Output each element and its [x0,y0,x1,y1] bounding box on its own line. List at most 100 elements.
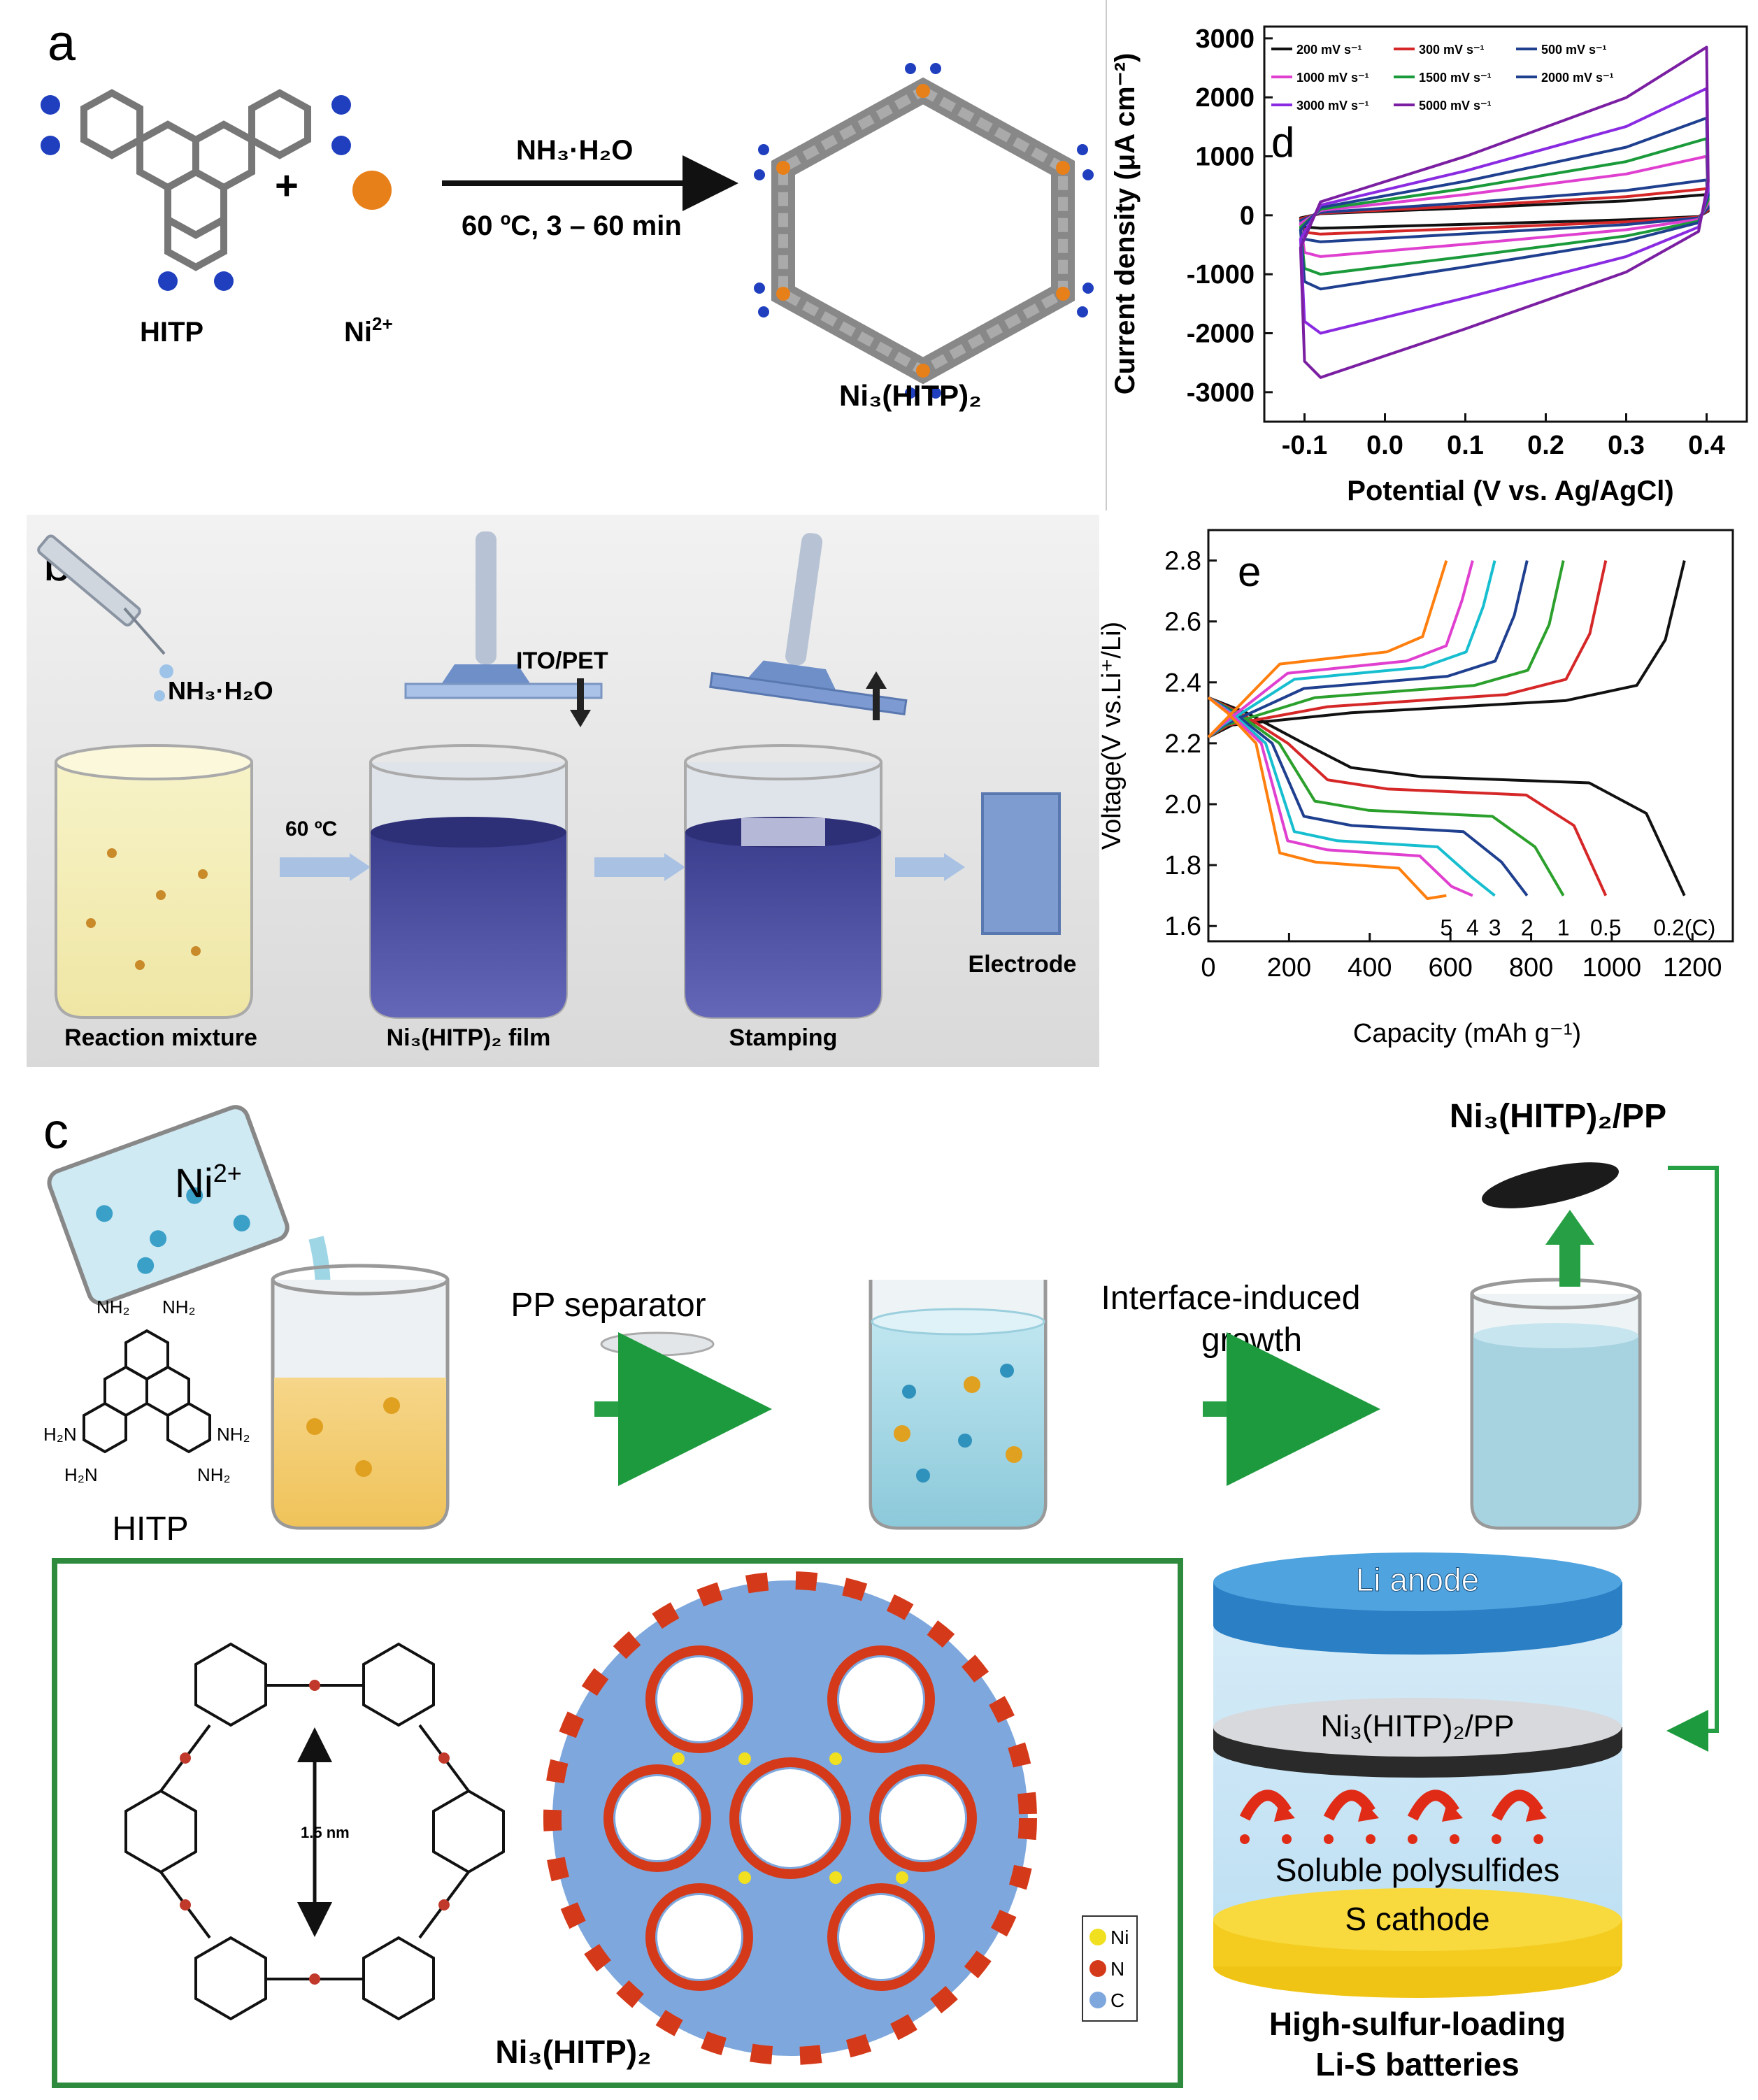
gcd-ytick-label: 2.6 [1164,608,1201,637]
panel-c: c Ni2+ NH₂ NH₂ H₂N NH₂ H₂N NH₂ HITP [43,1098,1719,2088]
ito-pet-label: ITO/PET [516,648,608,674]
gcd-rate-label: 1 [1557,915,1570,940]
cv-xlabel: Potential (V vs. Ag/AgCl) [1347,476,1673,506]
film-label: Ni₃(HITP)₂ film [387,1024,551,1051]
ni-ion-label-c: Ni2+ [175,1159,242,1206]
cv-legend-label: 300 mV s⁻¹ [1419,43,1485,57]
gcd-rate-label: 0.2(C) [1653,915,1715,940]
panel-a: a HITP + Ni2+ NH₃·H₂O 60 ºC, 3 – 60 min [41,15,1094,412]
separator-label-battery: Ni₃(HITP)₂/PP [1321,1709,1515,1743]
battery-caption-2: Li-S batteries [1315,2046,1519,2083]
cv-legend-label: 2000 mV s⁻¹ [1541,71,1614,85]
cv-legend-label: 1000 mV s⁻¹ [1296,71,1369,85]
gcd-rate-label: 2 [1521,915,1534,940]
reaction-mixture-label: Reaction mixture [64,1024,257,1051]
legend-ni: Ni [1110,1927,1129,1948]
beaker-growth [869,1280,1048,1530]
li-s-battery [1213,1552,1622,1998]
stamp-tool-up [709,533,908,715]
s-cathode-label: S cathode [1345,1901,1489,1937]
amine-5: H₂N [64,1464,98,1485]
beaker-stamping [684,744,882,1019]
cv-xtick-label: 0.0 [1366,431,1403,460]
reaction-condition-1: NH₃·H₂O [516,135,633,166]
gcd-xtick-label: 400 [1348,953,1392,983]
legend-n: N [1110,1958,1124,1980]
growth-label-2: growth [1201,1322,1302,1359]
space-filling-model [543,1571,1037,2065]
panel-c-letter: c [43,1103,69,1159]
stamping-label: Stamping [729,1024,838,1051]
gcd-ytick-label: 2.4 [1164,669,1201,698]
cv-plot-frame [1263,25,1748,423]
gcd-rate-label: 4 [1466,915,1479,940]
stamp-tool-down [404,531,603,699]
panel-a-letter: a [48,15,76,71]
gcd-xtick-label: 0 [1201,953,1215,983]
cv-legend-label: 1500 mV s⁻¹ [1419,71,1492,85]
cv-legend-label: 500 mV s⁻¹ [1541,43,1607,57]
cv-ylabel: Current density (μA cm⁻²) [1110,53,1141,395]
battery-caption-1: High-sulfur-loading [1269,2006,1566,2042]
hitp-label-c: HITP [112,1510,188,1548]
polysulfides-label: Soluble polysulfides [1275,1852,1560,1888]
coated-separator-disc [1482,1162,1619,1208]
growth-label-1: Interface-induced [1101,1280,1361,1317]
gcd-discharge-curve [1207,697,1447,900]
arrow-b1-head [350,853,371,881]
panel-b: b NH₃·H₂O Reaction mixture 60 ºC [27,515,1099,1067]
gcd-xtick-label: 1000 [1582,953,1642,983]
gcd-ytick-label: 1.6 [1164,912,1201,941]
cv-xtick-label: 0.2 [1527,431,1564,460]
amine-4: NH₂ [217,1424,250,1445]
gcd-ytick-label: 2.0 [1164,790,1201,820]
cv-series-curve [1299,45,1710,379]
ni-ion-label: Ni2+ [344,313,393,348]
amine-6: NH₂ [197,1464,231,1485]
ni-ion-sphere [352,171,392,210]
cv-xtick-label: 0.4 [1688,431,1725,460]
cv-ytick-label: 0 [1240,201,1255,231]
beaker-product [1470,1278,1642,1530]
ni-atoms [180,1680,450,1985]
amine-1: NH₂ [97,1297,130,1317]
cv-legend-label: 3000 mV s⁻¹ [1296,99,1369,113]
cv-xtick-label: 0.3 [1608,431,1645,460]
gcd-charge-curve [1207,560,1448,738]
gcd-xtick-label: 600 [1428,953,1472,983]
cv-ytick-label: 3000 [1195,24,1255,54]
hitp-molecule-model [41,89,351,291]
pp-disc [600,1331,715,1357]
ammonia-label: NH₃·H₂O [168,676,273,705]
pore-size-label: 1.5 nm [301,1824,350,1841]
beaker-film [369,744,568,1019]
electrode-shape [981,792,1061,935]
gcd-xtick-label: 800 [1509,953,1553,983]
gcd-xtick-label: 1200 [1663,953,1722,983]
product-label: Ni₃(HITP)₂ [839,379,982,412]
gcd-ytick-label: 2.2 [1164,729,1201,759]
mof-ring-model [754,63,1094,399]
gcd-xtick-label: 200 [1267,953,1311,983]
beaker-hitp [271,1264,450,1530]
gcd-discharge-curve [1207,696,1529,897]
hitp-label: HITP [140,317,203,348]
green-connector [1666,1166,1719,1752]
reaction-condition-2: 60 ºC, 3 – 60 min [462,210,682,241]
cv-ytick-label: 2000 [1195,83,1255,113]
gcd-ytick-label: 1.8 [1164,851,1201,880]
gcd-rate-label: 0.5 [1590,915,1621,940]
gcd-discharge-curve [1208,696,1686,897]
mof-label-c: Ni₃(HITP)₂ [495,2034,651,2070]
beaker-reaction-mixture [55,744,253,1019]
gcd-rate-label: 3 [1489,915,1501,940]
gcd-charge-curve [1208,560,1686,738]
li-anode-label: Li anode [1356,1562,1480,1598]
product-label-c: Ni₃(HITP)₂/PP [1450,1098,1666,1135]
